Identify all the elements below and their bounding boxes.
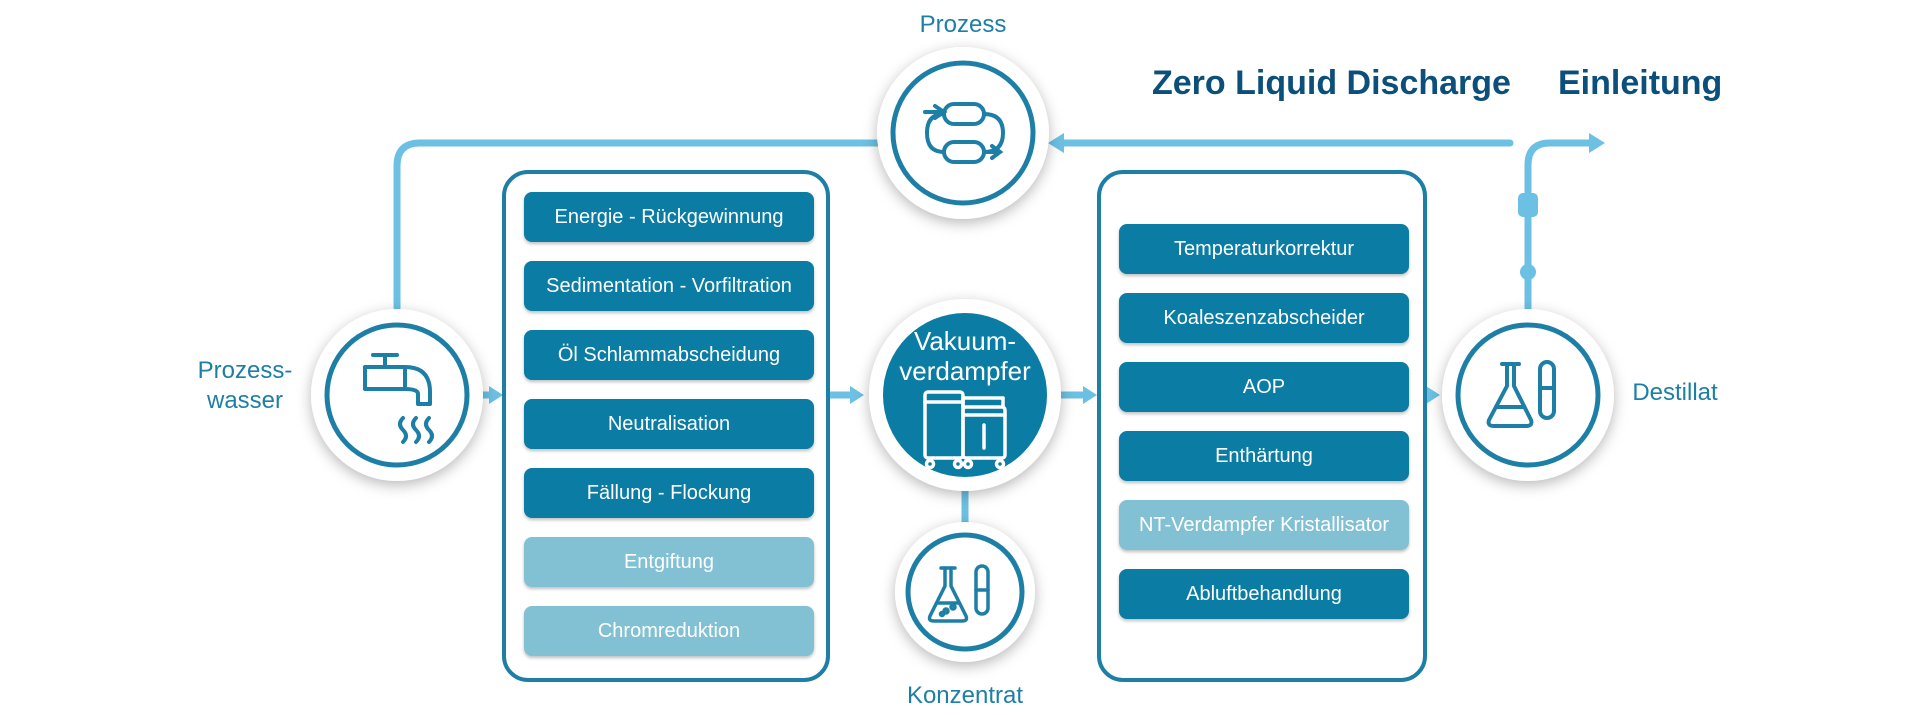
posttreatment-step: Koaleszenzabscheider	[1119, 293, 1409, 343]
posttreatment-step: AOP	[1119, 362, 1409, 412]
water-tap-icon	[363, 353, 434, 444]
prozess-label: Prozess	[919, 11, 1007, 38]
prozesswasser-label: Prozess- wasser	[180, 356, 310, 416]
vakuum-label-line2: verdampfer	[899, 356, 1031, 386]
vakuumverdampfer-label: Vakuum- verdampfer	[885, 326, 1045, 386]
pretreatment-step: Sedimentation - Vorfiltration	[524, 261, 814, 311]
einleitung-heading: Einleitung	[1558, 64, 1723, 102]
pretreatment-step: Chromreduktion	[524, 606, 814, 656]
lab-flask-icon	[1486, 360, 1556, 428]
pretreatment-step: Fällung - Flockung	[524, 468, 814, 518]
process-pipes-icon	[923, 102, 1006, 164]
pretreatment-step: Energie - Rückgewinnung	[524, 192, 814, 242]
evaporator-machine-icon	[923, 390, 1007, 470]
posttreatment-step: Temperaturkorrektur	[1119, 224, 1409, 274]
lab-flask-icon	[927, 564, 990, 623]
process-node	[877, 47, 1049, 219]
prozesswasser-node	[311, 309, 483, 481]
pretreatment-step: Öl Schlammabscheidung	[524, 330, 814, 380]
destillat-label: Destillat	[1632, 379, 1718, 406]
konzentrat-label: Konzentrat	[906, 682, 1024, 709]
vakuumverdampfer-node	[869, 299, 1061, 491]
zero-liquid-discharge-heading: Zero Liquid Discharge	[1152, 64, 1511, 102]
pretreatment-step: Neutralisation	[524, 399, 814, 449]
prozesswasser-label-line1: Prozess-	[197, 357, 293, 384]
posttreatment-step: NT-Verdampfer Kristallisator	[1119, 500, 1409, 550]
prozesswasser-label-line2: wasser	[206, 387, 284, 414]
posttreatment-step: Abluftbehandlung	[1119, 569, 1409, 619]
vakuum-label-line1: Vakuum-	[913, 326, 1017, 356]
konzentrat-node	[895, 522, 1035, 662]
posttreatment-step: Enthärtung	[1119, 431, 1409, 481]
destillat-node	[1442, 309, 1614, 481]
pretreatment-step: Entgiftung	[524, 537, 814, 587]
